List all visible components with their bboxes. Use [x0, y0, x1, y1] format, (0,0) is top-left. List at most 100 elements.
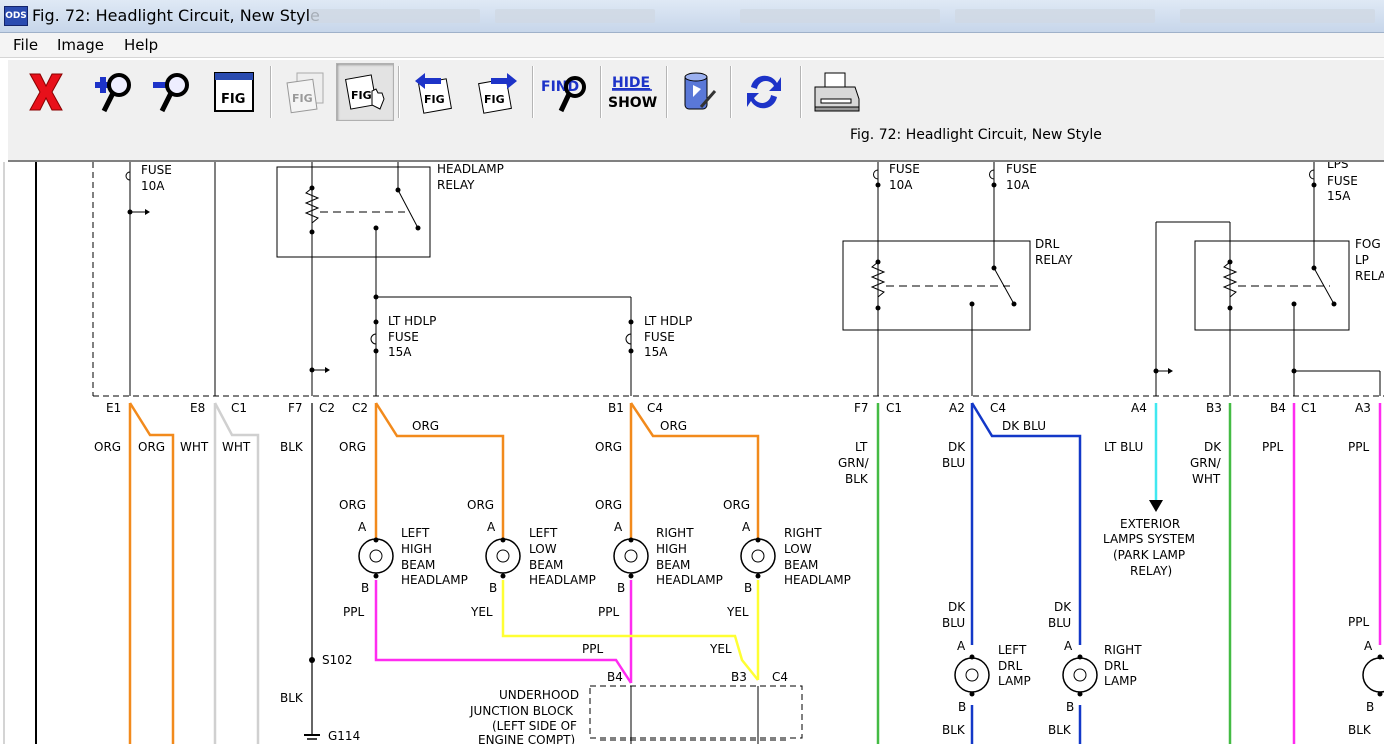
svg-text:LEFT: LEFT [401, 526, 430, 540]
svg-text:ORG: ORG [723, 498, 750, 512]
svg-text:BEAM: BEAM [401, 558, 435, 572]
fit-window-button[interactable]: FIG [206, 64, 262, 120]
svg-text:ENGINE COMPT): ENGINE COMPT) [478, 733, 575, 744]
background-tab [495, 9, 655, 23]
notes-button[interactable] [670, 64, 726, 120]
svg-text:FUSE: FUSE [388, 330, 419, 344]
svg-text:C2: C2 [352, 401, 368, 415]
find-icon: FIND [541, 69, 591, 115]
headlamp-relay: HEADLAMP RELAY [277, 162, 504, 396]
fig-pages-button[interactable]: FIG [278, 64, 334, 120]
svg-text:B3: B3 [731, 670, 747, 684]
underhood-junction-block: B4 B3 C4 UNDERHOOD JUNCTION BLOCK (LEFT … [469, 670, 802, 744]
svg-text:GRN/: GRN/ [1190, 456, 1222, 470]
svg-text:PPL: PPL [598, 605, 619, 619]
svg-text:BLK: BLK [1048, 723, 1072, 737]
right-edge-lamp: A B [1363, 639, 1384, 714]
zoom-out-button[interactable] [144, 64, 200, 120]
svg-text:RELAY: RELAY [1355, 269, 1384, 283]
wiring-diagram-canvas: FUSE 10A HEADLAMP RELAY LT HDLP FUSE 15A… [0, 162, 1384, 744]
svg-text:WHT: WHT [1192, 472, 1221, 486]
svg-text:EXTERIOR: EXTERIOR [1120, 517, 1180, 531]
zoom-out-icon [149, 69, 195, 115]
menu-file[interactable]: File [13, 36, 38, 54]
svg-text:B: B [489, 581, 497, 595]
svg-text:B: B [1066, 700, 1074, 714]
refresh-button[interactable] [736, 64, 792, 120]
right-drl-lamp: A B RIGHT DRL LAMP [1063, 639, 1142, 714]
toolbar-separator [398, 66, 400, 118]
previous-figure-icon: FIG [411, 69, 457, 115]
svg-text:ORG: ORG [467, 498, 494, 512]
svg-text:C1: C1 [1301, 401, 1317, 415]
toolbar-separator [270, 66, 272, 118]
svg-text:FUSE: FUSE [1006, 162, 1037, 176]
connector-labels: E1 E8 C1 F7 C2 C2 B1 C4 F7 C1 A2 C4 A4 B… [106, 401, 1371, 415]
previous-figure-button[interactable]: FIG [406, 64, 462, 120]
wiring-diagram[interactable]: FUSE 10A HEADLAMP RELAY LT HDLP FUSE 15A… [0, 162, 1384, 744]
svg-text:FIG: FIG [292, 92, 313, 105]
fig-hand-icon: FIG [342, 69, 388, 115]
svg-text:A: A [487, 520, 496, 534]
toolbar-separator [730, 66, 732, 118]
hide-show-button[interactable]: HIDE SHOW [604, 64, 660, 120]
svg-text:LPS: LPS [1327, 162, 1349, 171]
svg-text:DK: DK [948, 440, 966, 454]
svg-text:B: B [958, 700, 966, 714]
svg-text:DK BLU: DK BLU [1002, 419, 1046, 433]
fuse-10a-left: FUSE 10A [126, 162, 215, 396]
next-figure-button[interactable]: FIG [470, 64, 526, 120]
svg-text:10A: 10A [1006, 178, 1030, 192]
svg-text:15A: 15A [1327, 189, 1351, 203]
svg-text:LT: LT [855, 440, 868, 454]
zoom-in-button[interactable] [86, 64, 142, 120]
svg-text:PPL: PPL [582, 642, 603, 656]
background-tab [955, 9, 1155, 23]
wire-labels: ORG ORG WHT WHT BLK ORG ORG ORG ORG ORG … [94, 419, 1372, 737]
close-button[interactable] [18, 64, 74, 120]
zoom-in-icon [91, 69, 137, 115]
toolbar: FIG FIG FIG FIG FIG FIND [8, 59, 1384, 125]
svg-text:RIGHT: RIGHT [656, 526, 694, 540]
svg-text:E1: E1 [106, 401, 121, 415]
svg-text:FUSE: FUSE [889, 162, 920, 176]
svg-text:FIG: FIG [424, 93, 445, 106]
svg-text:A: A [742, 520, 751, 534]
svg-text:LOW: LOW [784, 542, 812, 556]
svg-text:S102: S102 [322, 653, 353, 667]
svg-text:BEAM: BEAM [529, 558, 563, 572]
svg-text:ORG: ORG [412, 419, 439, 433]
hide-show-icon: HIDE SHOW [606, 69, 658, 115]
svg-text:A: A [957, 639, 966, 653]
figure-caption-bar: Fig. 72: Headlight Circuit, New Style [8, 124, 1384, 162]
wires [130, 403, 1380, 744]
svg-text:B: B [744, 581, 752, 595]
svg-text:LT HDLP: LT HDLP [388, 314, 436, 328]
menu-help[interactable]: Help [124, 36, 158, 54]
fig-hand-button[interactable]: FIG [336, 63, 394, 121]
svg-text:A: A [614, 520, 623, 534]
svg-text:B: B [1366, 700, 1374, 714]
title-bar: ODS Fig. 72: Headlight Circuit, New Styl… [0, 0, 1384, 33]
left-high-beam-headlamp: A B LEFT HIGH BEAM HEADLAMP [358, 520, 468, 595]
svg-text:RELAY: RELAY [1035, 253, 1073, 267]
svg-text:DK: DK [1204, 440, 1222, 454]
find-button[interactable]: FIND [538, 64, 594, 120]
menu-image[interactable]: Image [57, 36, 104, 54]
lt-hdlp-fuses: LT HDLP FUSE 15A LT HDLP FUSE 15A [371, 295, 692, 397]
svg-text:10A: 10A [889, 178, 913, 192]
print-button[interactable] [808, 64, 864, 120]
svg-text:HEADLAMP: HEADLAMP [401, 573, 468, 587]
svg-text:LAMPS SYSTEM: LAMPS SYSTEM [1103, 532, 1195, 546]
svg-text:(PARK LAMP: (PARK LAMP [1113, 548, 1185, 562]
exterior-lamps-system-label: EXTERIOR LAMPS SYSTEM (PARK LAMP RELAY) [1103, 517, 1195, 578]
svg-text:15A: 15A [644, 345, 668, 359]
svg-text:F7: F7 [854, 401, 869, 415]
background-tab [310, 9, 480, 23]
svg-text:PPL: PPL [1348, 615, 1369, 629]
svg-text:BLK: BLK [845, 472, 869, 486]
toolbar-separator [600, 66, 602, 118]
svg-text:LEFT: LEFT [998, 643, 1027, 657]
menu-bar: File Image Help [0, 33, 1384, 58]
svg-text:HIGH: HIGH [401, 542, 432, 556]
